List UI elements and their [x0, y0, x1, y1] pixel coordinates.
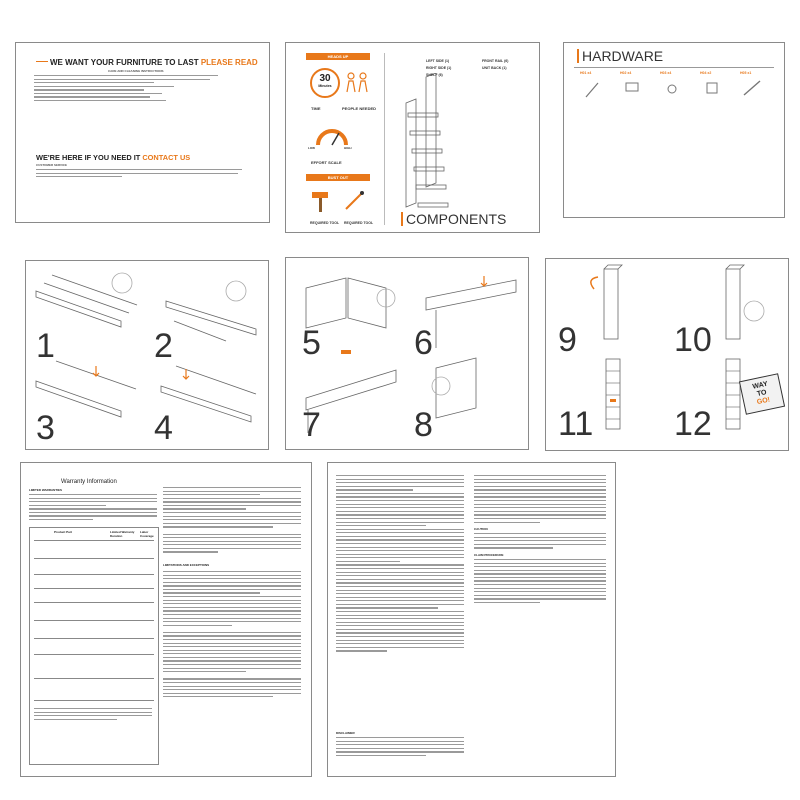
part-label: FRONT RAIL (6): [482, 59, 509, 63]
divider: [384, 53, 385, 225]
care-heading: CARE AND CLEANING INSTRUCTIONS: [108, 69, 164, 73]
page-hardware: HARDWARE H01 x4 H02 x4 H03 x4 H04 x2 H05…: [563, 42, 785, 218]
caution-text: [474, 533, 606, 551]
warranty-heading: LIMITED WARRANTIES: [29, 488, 62, 492]
claim-heading: CLAIM PROCEDURE: [474, 553, 504, 557]
hardware-item: H04 x2: [698, 71, 728, 103]
hardware-item: H03 x4: [658, 71, 688, 103]
service-text: [36, 169, 251, 180]
care-title: WE WANT YOUR FURNITURE TO LAST PLEASE RE…: [50, 58, 258, 67]
page-components: HEADS UP 30 Minutes TIME PEOPLE NEEDED L…: [285, 42, 540, 233]
page-steps-9-12: 9 10 11 12 WAY TO GO!: [545, 258, 789, 451]
page-steps-5-8: 5 6 7 8: [285, 257, 529, 450]
time-clock-icon: 30 Minutes: [310, 68, 340, 98]
step-number: 6: [414, 324, 433, 362]
step-number: 3: [36, 409, 55, 447]
hardware-item: H02 x4: [618, 71, 648, 103]
components-title: COMPONENTS: [406, 211, 507, 227]
step-number: 4: [154, 409, 173, 447]
hardware-rule: [574, 67, 774, 68]
step-number: 10: [674, 321, 712, 359]
care-text: [34, 75, 234, 104]
step-number: 1: [36, 327, 55, 365]
part-label: RIGHT SIDE (1): [426, 66, 452, 70]
table-footnote: [34, 708, 152, 722]
page-warranty: Warranty Information LIMITED WARRANTIES …: [20, 462, 312, 777]
warranty-col-left: [336, 475, 464, 654]
table-row: [34, 540, 154, 541]
hardware-title: HARDWARE: [582, 48, 664, 64]
step-number: 2: [154, 327, 173, 365]
components-diagram: [396, 73, 456, 223]
part-label: UNIT BACK (1): [482, 66, 507, 70]
table-row: [34, 588, 154, 589]
step-number: 7: [302, 406, 321, 444]
warranty-table: Product Part Limited Warranty Duration L…: [29, 527, 159, 765]
table-row: [34, 678, 154, 679]
disclaimer-heading: DISCLAIMER: [336, 731, 355, 735]
step-number: 9: [558, 321, 577, 359]
limitations-heading: LIMITATIONS AND EXCEPTIONS: [163, 563, 210, 567]
table-row: [34, 700, 154, 701]
effort-label: EFFORT SCALE: [311, 160, 342, 165]
step-number: 11: [558, 405, 594, 443]
page-steps-1-4: 1 2 3 4: [25, 260, 269, 450]
people-label: PEOPLE NEEDED: [342, 106, 377, 111]
effort-gauge-icon: [314, 119, 350, 149]
table-row: [34, 620, 154, 621]
warranty-body-right-2: [163, 571, 301, 700]
part-label: SHELF (6): [426, 73, 443, 77]
claim-text: [474, 559, 606, 606]
components-accent-rule: [401, 212, 403, 226]
service-heading: CUSTOMER SERVICE: [36, 163, 68, 167]
effort-high: HIGH: [344, 146, 352, 150]
steps-1-4-illustration: [35, 272, 257, 423]
contact-title: WE'RE HERE IF YOU NEED IT CONTACT US: [36, 153, 191, 162]
step-number: 5: [302, 324, 321, 362]
effort-low: LOW: [308, 146, 315, 150]
page-warranty-continued: CAUTION CLAIM PROCEDURE DISCLAIMER: [327, 462, 616, 777]
table-row: [34, 602, 154, 603]
steps-5-8-illustration: [305, 276, 517, 433]
bust-out-banner: BUST OUT: [306, 174, 370, 181]
people-icon: [344, 70, 370, 96]
screwdriver-icon: [342, 189, 368, 213]
required-tool-1: REQUIRED TOOL: [310, 221, 340, 225]
warranty-body-right: [163, 487, 301, 555]
hardware-item: H05 x1: [738, 71, 768, 103]
hardware-item: H01 x4: [578, 71, 608, 103]
step-number: 12: [674, 405, 712, 443]
required-tool-2: REQUIRED TOOL: [344, 221, 374, 225]
hardware-accent-rule: [577, 49, 579, 63]
table-row: [34, 574, 154, 575]
table-row: [34, 558, 154, 559]
warranty-col-right: [474, 475, 606, 525]
warranty-intro: [29, 494, 157, 523]
caution-heading: CAUTION: [474, 527, 488, 531]
time-label: TIME: [311, 106, 321, 111]
steps-9-12-illustration: [590, 264, 765, 430]
accent-rule: [36, 61, 48, 63]
table-row: [34, 638, 154, 639]
hammer-icon: [308, 189, 334, 213]
disclaimer-text: [336, 737, 464, 758]
page-care-instructions: WE WANT YOUR FURNITURE TO LAST PLEASE RE…: [15, 42, 270, 223]
warranty-title: Warranty Information: [61, 479, 117, 485]
step-number: 8: [414, 406, 433, 444]
table-row: [34, 654, 154, 655]
part-label: LEFT SIDE (1): [426, 59, 450, 63]
heads-up-banner: HEADS UP: [306, 53, 370, 60]
